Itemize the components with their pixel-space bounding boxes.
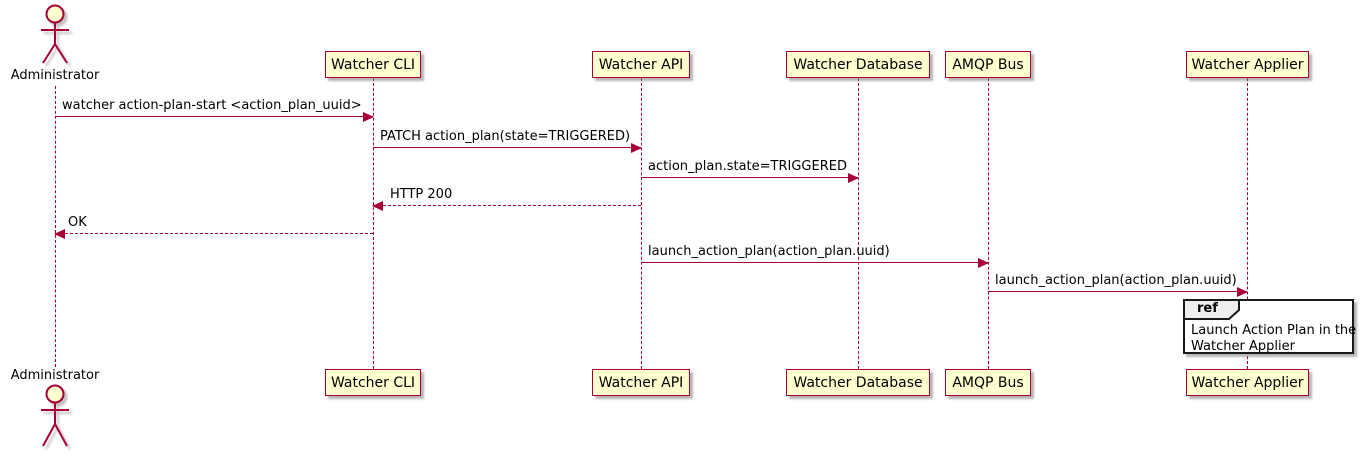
arrowhead-left-icon <box>54 228 65 239</box>
arrowhead-left-icon <box>372 200 383 211</box>
participant-watcher-applier-bottom: Watcher Applier <box>1186 369 1309 396</box>
participant-amqp-bus-bottom: AMQP Bus <box>945 369 1031 396</box>
ref-text: Launch Action Plan in the Watcher Applie… <box>1191 323 1357 355</box>
participant-amqp-bus-top: AMQP Bus <box>945 51 1031 78</box>
message-ok: OK <box>54 215 373 239</box>
message-line <box>55 116 373 117</box>
lifeline-watcher-applier <box>1247 78 1248 369</box>
lifeline-watcher-cli <box>373 78 374 369</box>
message-patch-action-plan: PATCH action_plan(state=TRIGGERED) <box>373 129 642 153</box>
participant-watcher-database-top: Watcher Database <box>786 51 930 78</box>
arrowhead-right-icon <box>631 142 642 153</box>
ref-text-line2: Watcher Applier <box>1191 339 1295 354</box>
message-label: OK <box>68 215 87 230</box>
actor-label-bottom: Administrator <box>10 368 100 383</box>
message-label: launch_action_plan(action_plan.uuid) <box>995 273 1237 288</box>
message-label: launch_action_plan(action_plan.uuid) <box>648 244 890 259</box>
actor-figure-icon <box>41 384 69 447</box>
message-line <box>641 177 858 178</box>
lifeline-amqp-bus <box>988 78 989 369</box>
participant-watcher-applier-top: Watcher Applier <box>1186 51 1309 78</box>
arrowhead-right-icon <box>978 257 989 268</box>
ref-text-line1: Launch Action Plan in the <box>1191 323 1357 338</box>
message-launch-action-plan-applier: launch_action_plan(action_plan.uuid) <box>988 273 1248 297</box>
ref-fragment: ref Launch Action Plan in the Watcher Ap… <box>1183 299 1357 355</box>
message-line <box>641 262 988 263</box>
ref-tab-shape <box>1183 299 1240 320</box>
actor-figure-icon <box>41 4 69 64</box>
participant-watcher-cli-bottom: Watcher CLI <box>325 369 421 396</box>
arrowhead-right-icon <box>1237 286 1248 297</box>
message-label: PATCH action_plan(state=TRIGGERED) <box>380 129 631 144</box>
arrowhead-right-icon <box>848 172 859 183</box>
message-label: watcher action-plan-start <action_plan_u… <box>62 98 362 113</box>
arrowhead-right-icon <box>363 111 374 122</box>
participant-watcher-cli-top: Watcher CLI <box>325 51 421 78</box>
message-line <box>55 233 373 234</box>
lifeline-watcher-database <box>858 78 859 369</box>
message-line <box>373 147 641 148</box>
actor-label-top: Administrator <box>10 68 100 83</box>
message-label: action_plan.state=TRIGGERED <box>648 159 847 174</box>
participant-watcher-database-bottom: Watcher Database <box>786 369 930 396</box>
message-action-plan-start: watcher action-plan-start <action_plan_u… <box>55 98 374 122</box>
message-line <box>373 205 641 206</box>
lifeline-watcher-api <box>641 78 642 369</box>
message-http-200: HTTP 200 <box>372 187 641 211</box>
message-launch-action-plan-amqp: launch_action_plan(action_plan.uuid) <box>641 244 989 268</box>
message-state-triggered: action_plan.state=TRIGGERED <box>641 159 859 183</box>
message-label: HTTP 200 <box>390 187 453 202</box>
message-line <box>988 291 1247 292</box>
lifeline-administrator <box>55 86 56 367</box>
ref-tab-label: ref <box>1197 301 1218 316</box>
participant-watcher-api-top: Watcher API <box>592 51 690 78</box>
participant-watcher-api-bottom: Watcher API <box>592 369 690 396</box>
